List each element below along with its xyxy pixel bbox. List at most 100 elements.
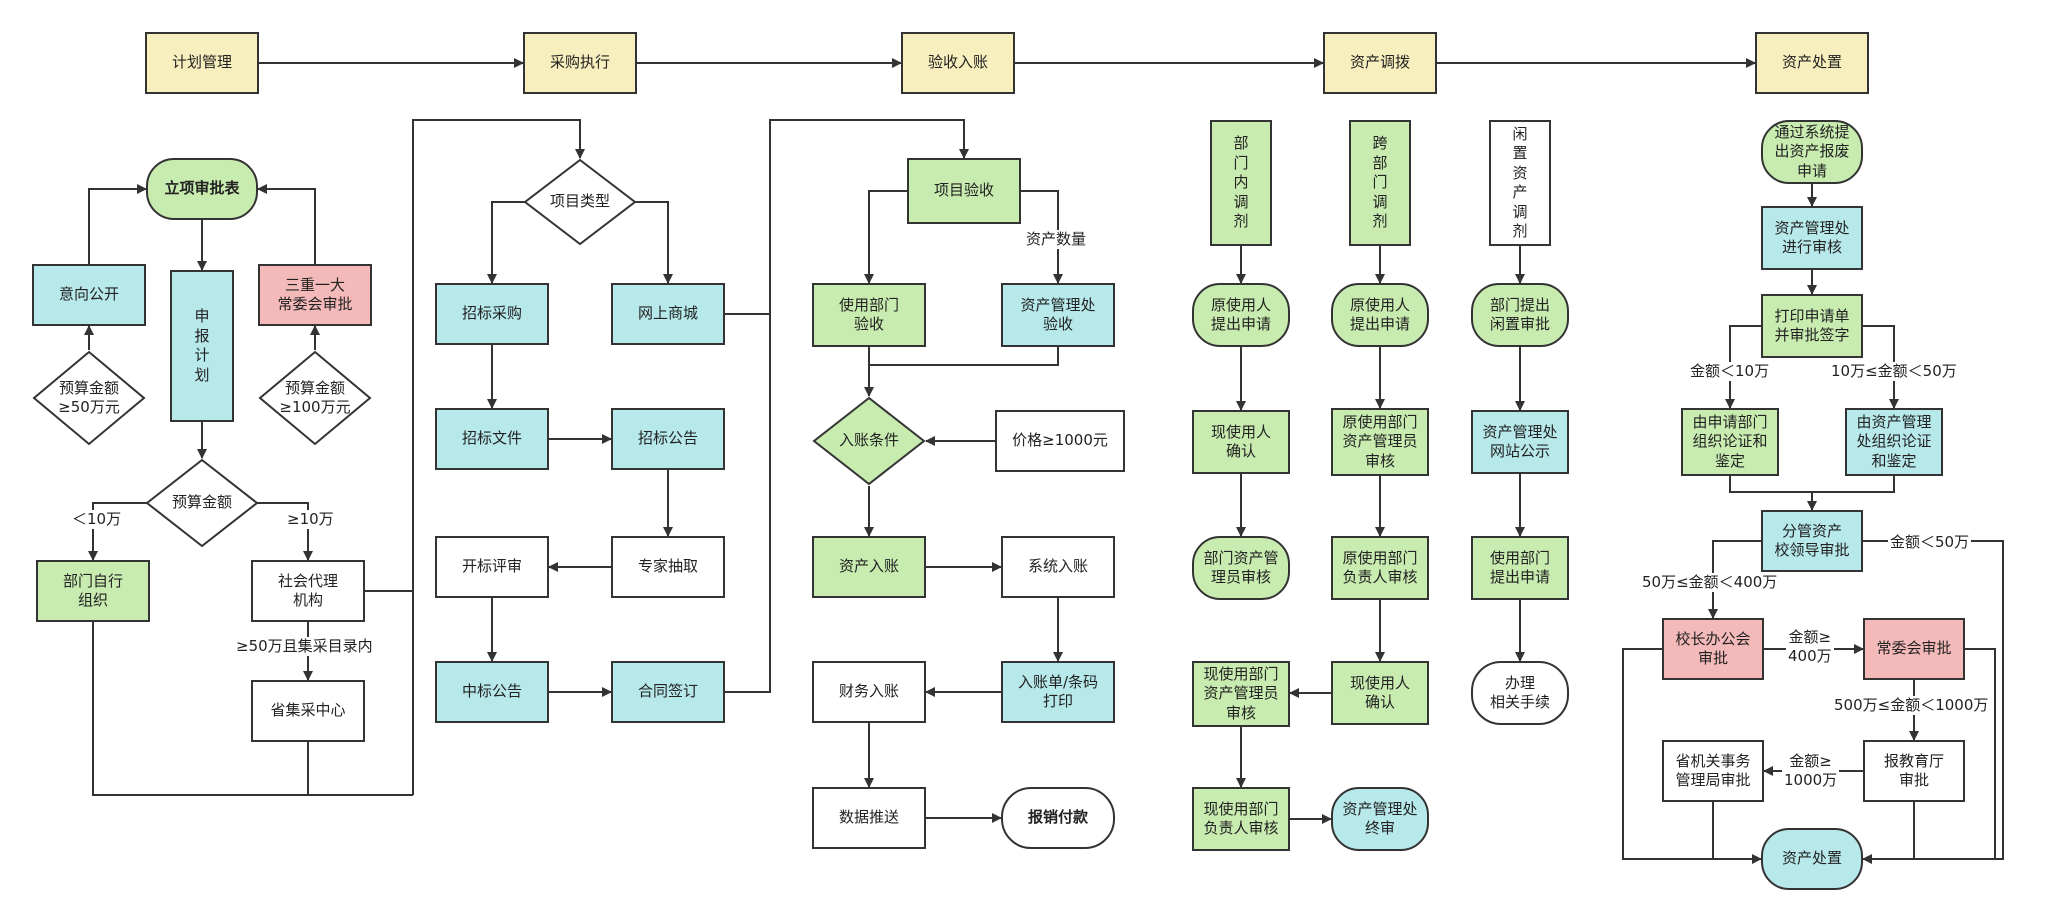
budget-amount-diamond: 预算金额: [145, 458, 259, 548]
barcode-print-node: 入账单/条码 打印: [1001, 661, 1115, 723]
a-dept-mgr-node: 部门资产管 理员审核: [1192, 536, 1290, 600]
system-entry-label: 系统入账: [1027, 557, 1088, 576]
expert-draw-label: 专家抽取: [637, 557, 698, 576]
provincial-office-label: 省机关事务 管理局审批: [1675, 751, 1751, 790]
print-sign-node: 打印申请单 并审批签字: [1761, 294, 1863, 358]
agency-label: 社会代理 机构: [277, 571, 338, 610]
win-notice-node: 中标公告: [435, 661, 549, 723]
purchase-arrow: [635, 201, 673, 284]
b-orig-mgr-label: 原使用部门 资产管理员 审核: [1342, 412, 1418, 470]
asset-entry-label: 资产入账: [838, 557, 899, 576]
budget-100-label: 预算金额 ≥100万元: [279, 378, 351, 417]
a-confirm-label: 现使用人 确认: [1210, 422, 1271, 461]
office-demo-node: 由资产管理 处组织论证 和鉴定: [1845, 408, 1943, 476]
cross-dept-label: 跨 部 门 调 剂: [1372, 134, 1388, 231]
cross-dept-node: 跨 部 门 调 剂: [1349, 120, 1411, 246]
entry-condition-diamond: 入账条件: [812, 396, 926, 486]
idle-asset-label: 闲 置 资 产 调 剂: [1512, 124, 1528, 241]
bid-notice-node: 招标公告: [611, 408, 725, 470]
dispose-submit-label: 通过系统提 出资产报废 申请: [1774, 122, 1850, 180]
b-cur-mgr-label: 现使用部门 资产管理员 审核: [1203, 664, 1279, 722]
edge-label-ge50-catalog: ≥50万且集采目录内: [234, 637, 375, 656]
phase-dispose-label: 资产处置: [1781, 53, 1842, 72]
approval-form-node: 立项审批表: [146, 158, 258, 220]
edge-label-lt10: ＜10万: [70, 510, 124, 529]
accept-arrow: [1021, 190, 1063, 284]
phase-transfer-label: 资产调拨: [1349, 53, 1410, 72]
dept-self-label: 部门自行 组织: [62, 571, 123, 610]
b-orig-head-label: 原使用部门 负责人审核: [1342, 548, 1418, 587]
b-cur-head-node: 现使用部门 负责人审核: [1192, 787, 1290, 851]
standing-node: 常委会审批: [1863, 618, 1965, 680]
office-review-label: 资产管理处 进行审核: [1774, 218, 1850, 257]
asset-entry-node: 资产入账: [812, 536, 926, 598]
bid-doc-node: 招标文件: [435, 408, 549, 470]
president-label: 校长办公会 审批: [1675, 629, 1751, 668]
office-review-node: 资产管理处 进行审核: [1761, 206, 1863, 270]
dept-accept-node: 使用部门 验收: [812, 283, 926, 347]
dispose-final-node: 资产处置: [1761, 828, 1863, 890]
c-apply-node: 使用部门 提出申请: [1471, 536, 1569, 600]
phase-purchase-label: 采购执行: [549, 53, 610, 72]
office-demo-label: 由资产管理 处组织论证 和鉴定: [1856, 412, 1932, 470]
c-publish-label: 资产管理处 网站公示: [1482, 422, 1558, 461]
budget-amount-shape: [145, 458, 259, 548]
approval-form-label: 立项审批表: [164, 179, 240, 198]
plan-arrow: [412, 119, 585, 795]
budget-100-shape: [258, 350, 372, 446]
plan-arrow: [88, 502, 147, 561]
c-handle-node: 办理 相关手续: [1471, 661, 1569, 725]
b-final-label: 资产管理处 终审: [1342, 799, 1418, 838]
dispose-submit-node: 通过系统提 出资产报废 申请: [1761, 120, 1863, 184]
price-label: 价格≥1000元: [1012, 431, 1108, 450]
b-orig-head-node: 原使用部门 负责人审核: [1331, 536, 1429, 600]
purchase-arrow: [725, 119, 969, 693]
asset-office-accept-node: 资产管理处 验收: [1001, 283, 1115, 347]
open-review-node: 开标评审: [435, 536, 549, 598]
phase-accept-label: 验收入账: [927, 53, 988, 72]
online-mall-label: 网上商城: [637, 304, 698, 323]
phase-dispose: 资产处置: [1755, 32, 1869, 94]
edge-label-dispose-50-400: 50万≤金额＜400万: [1640, 573, 1780, 592]
tri-approval-node: 三重一大 常委会审批: [258, 264, 372, 326]
project-accept-label: 项目验收: [933, 181, 994, 200]
tri-approval-label: 三重一大 常委会审批: [277, 275, 353, 314]
finance-entry-label: 财务入账: [838, 682, 899, 701]
entry-condition-shape: [812, 396, 926, 486]
data-push-label: 数据推送: [838, 808, 899, 827]
provincial-office-node: 省机关事务 管理局审批: [1662, 740, 1764, 802]
print-sign-label: 打印申请单 并审批签字: [1774, 306, 1850, 345]
leader-approval-label: 分管资产 校领导审批: [1774, 521, 1850, 560]
price-node: 价格≥1000元: [995, 410, 1125, 472]
contract-sign-node: 合同签订: [611, 661, 725, 723]
b-apply-node: 原使用人 提出申请: [1331, 283, 1429, 347]
dept-demo-node: 由申请部门 组织论证和 鉴定: [1681, 408, 1779, 476]
dispose-line: [1729, 476, 1895, 493]
c-handle-label: 办理 相关手续: [1489, 673, 1550, 712]
edu-dept-label: 报教育厅 审批: [1883, 751, 1944, 790]
dispose-line: [1965, 648, 1996, 859]
system-entry-node: 系统入账: [1001, 536, 1115, 598]
b-confirm-label: 现使用人 确认: [1349, 673, 1410, 712]
intent-public-label: 意向公开: [58, 285, 119, 304]
reimburse-label: 报销付款: [1027, 808, 1088, 827]
expert-draw-node: 专家抽取: [611, 536, 725, 598]
a-dept-mgr-label: 部门资产管 理员审核: [1203, 548, 1279, 587]
leader-approval-node: 分管资产 校领导审批: [1761, 510, 1863, 572]
dept-accept-label: 使用部门 验收: [838, 295, 899, 334]
b-confirm-node: 现使用人 确认: [1331, 661, 1429, 725]
intent-public-node: 意向公开: [32, 264, 146, 326]
b-apply-label: 原使用人 提出申请: [1349, 295, 1410, 334]
c-apply-label: 使用部门 提出申请: [1489, 548, 1550, 587]
c-idle-node: 部门提出 闲置审批: [1471, 283, 1569, 347]
edge-label-asset-qty: 资产数量: [1024, 230, 1089, 249]
b-cur-head-label: 现使用部门 负责人审核: [1203, 799, 1279, 838]
agency-node: 社会代理 机构: [251, 560, 365, 622]
provincial-center-node: 省集采中心: [251, 680, 365, 742]
budget-50-shape: [32, 350, 146, 446]
project-type-diamond: 项目类型: [523, 158, 637, 246]
plan-arrow: [257, 502, 313, 561]
edge-label-dispose-500-1000: 500万≤金额＜1000万: [1832, 696, 1991, 715]
standing-label: 常委会审批: [1876, 639, 1952, 658]
b-cur-mgr-node: 现使用部门 资产管理员 审核: [1192, 661, 1290, 727]
